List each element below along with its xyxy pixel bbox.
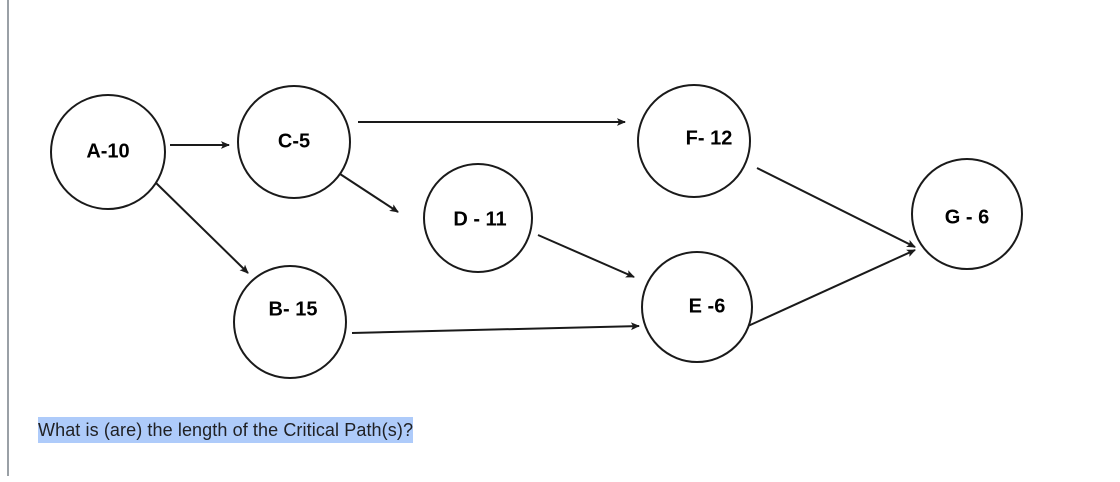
node-g-circle[interactable] xyxy=(911,158,1023,270)
node-c-label: C-5 xyxy=(278,130,310,152)
node-c-circle[interactable] xyxy=(237,85,351,199)
node-e[interactable]: E -6 xyxy=(641,251,753,363)
edge-f-to-g xyxy=(756,167,916,248)
node-g-label: G - 6 xyxy=(945,206,989,228)
node-g[interactable]: G - 6 xyxy=(911,158,1023,270)
edge-c-to-d xyxy=(336,171,399,213)
edge-d-to-e xyxy=(537,234,635,278)
question-row: What is (are) the length of the Critical… xyxy=(38,416,414,444)
node-e-circle[interactable] xyxy=(641,251,753,363)
node-f[interactable]: F- 12 xyxy=(637,84,751,198)
node-b[interactable]: B- 15 xyxy=(233,265,347,379)
node-d-circle[interactable] xyxy=(423,163,533,273)
node-c[interactable]: C-5 xyxy=(237,85,351,199)
network-diagram: A-10 C-5 B- 15 D - 11 F- 12 E -6 G - 6 xyxy=(50,84,1023,379)
left-margin-rule xyxy=(7,0,9,476)
node-d[interactable]: D - 11 xyxy=(423,163,533,273)
edge-a-to-b xyxy=(153,180,249,274)
node-a-label: A-10 xyxy=(86,140,129,162)
edge-e-to-g xyxy=(747,249,916,327)
node-a-circle[interactable] xyxy=(50,94,166,210)
question-text: What is (are) the length of the Critical… xyxy=(38,417,414,443)
edge-b-to-e xyxy=(351,322,640,334)
node-a[interactable]: A-10 xyxy=(50,94,166,210)
node-b-circle[interactable] xyxy=(233,265,347,379)
node-d-label: D - 11 xyxy=(453,208,506,230)
edge-group xyxy=(153,118,916,334)
node-b-label: B- 15 xyxy=(269,298,318,320)
node-e-label: E -6 xyxy=(689,295,726,317)
node-f-circle[interactable] xyxy=(637,84,751,198)
node-f-label: F- 12 xyxy=(686,127,733,149)
